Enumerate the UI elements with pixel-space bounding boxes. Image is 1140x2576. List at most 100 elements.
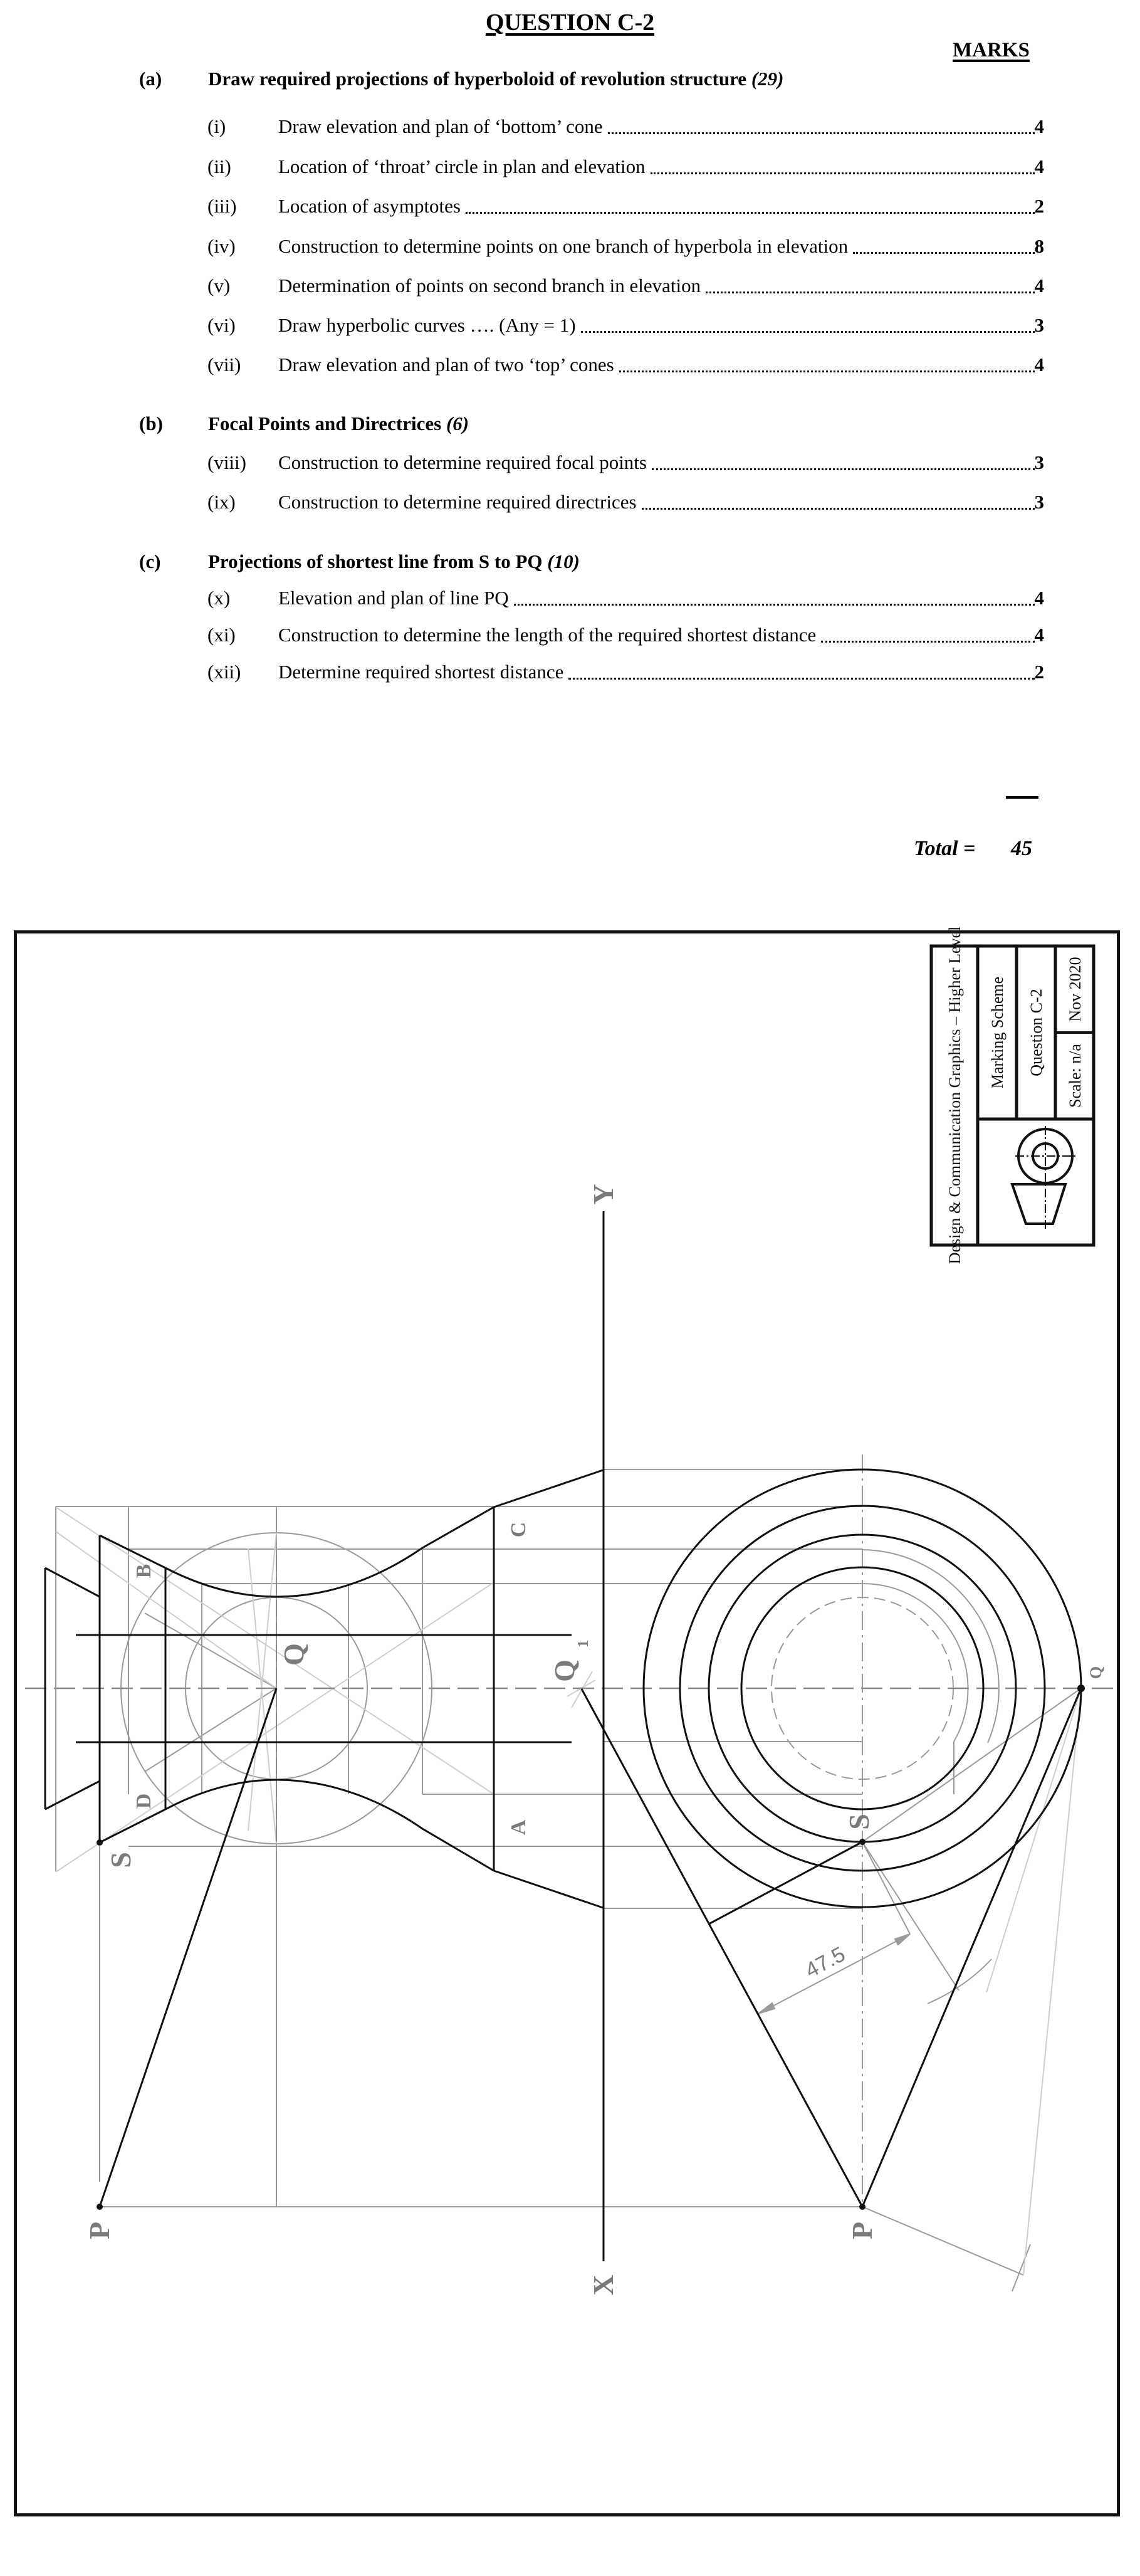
leader-dots — [607, 132, 1035, 134]
mark-item: (viii) Construction to determine require… — [207, 451, 1044, 476]
dimension-value: 47.5 — [802, 1942, 849, 1983]
leader-dots — [641, 508, 1035, 510]
d-label: D — [132, 1794, 155, 1809]
title-block: Design & Communication Graphics – Higher… — [929, 927, 1096, 1264]
leader-dots — [652, 468, 1035, 470]
section-label: (c) — [139, 550, 161, 572]
total-value: 45 — [1011, 837, 1032, 860]
item-text: Construction to determine the length of … — [278, 624, 817, 646]
item-marks: 4 — [1034, 354, 1045, 376]
item-text: Construction to determine required focal… — [278, 451, 647, 473]
item-number: (xi) — [207, 624, 236, 646]
item-marks: 3 — [1034, 314, 1045, 336]
dimension-line — [758, 1933, 911, 2014]
section-title-text: Draw required projections of hyperboloid… — [208, 68, 747, 90]
page-title-text: QUESTION C-2 — [485, 9, 655, 36]
item-text: Draw elevation and plan of ‘bottom’ cone — [278, 115, 603, 137]
item-marks: 4 — [1034, 587, 1045, 609]
leader-dots — [568, 678, 1035, 680]
drawing-labels: Y X Q Q 1 Q S S P P A B C D 47.5 — [83, 1184, 1105, 2295]
mark-item: (vii) Draw elevation and plan of two ‘to… — [207, 354, 1044, 379]
item-number: (viii) — [207, 451, 246, 473]
mark-item: (x) Elevation and plan of line PQ 4 — [207, 587, 1044, 612]
item-number: (iii) — [207, 195, 237, 217]
section-title-text: Focal Points and Directrices — [208, 413, 442, 434]
y-label: Y — [587, 1184, 619, 1204]
leader-dots — [821, 641, 1035, 643]
mark-item: (iii) Location of asymptotes 2 — [207, 195, 1044, 220]
q1-label: Q — [548, 1659, 580, 1682]
title-block-scale: Scale: n/a — [1066, 1044, 1084, 1108]
item-text: Construction to determine required direc… — [278, 491, 637, 513]
centre-lines — [25, 1555, 1116, 1843]
line-pq-plan — [861, 1688, 1082, 2207]
line-pq1-plan — [580, 1688, 864, 2207]
line-pq-elevation — [98, 1688, 278, 2207]
total-label: Total = — [914, 837, 976, 860]
item-number: (iv) — [207, 235, 236, 257]
q1-subscript: 1 — [575, 1640, 592, 1648]
section-label: (a) — [139, 68, 162, 90]
total-rule — [1006, 796, 1038, 799]
item-marks: 4 — [1034, 115, 1045, 137]
item-number: (ii) — [207, 155, 231, 177]
item-marks: 8 — [1034, 235, 1045, 257]
section-title: Projections of shortest line from S to P… — [208, 550, 580, 573]
item-text: Construction to determine points on one … — [278, 235, 849, 257]
title-block-document: Marking Scheme — [988, 977, 1007, 1088]
item-text: Location of asymptotes — [278, 195, 461, 217]
shortest-distance-line — [708, 1841, 863, 1925]
light-construction-lines — [55, 1506, 1082, 2276]
item-marks: 4 — [1034, 275, 1045, 297]
section-title: Draw required projections of hyperboloid… — [208, 68, 783, 90]
item-marks: 4 — [1034, 155, 1045, 177]
s-plan-label: S — [843, 1814, 875, 1830]
section-points: (29) — [751, 68, 784, 90]
mark-item: (xii) Determine required shortest distan… — [207, 661, 1044, 686]
q-elevation-label: Q — [278, 1643, 310, 1666]
mark-item: (i) Draw elevation and plan of ‘bottom’ … — [207, 115, 1044, 140]
title-block-date: Nov 2020 — [1066, 957, 1084, 1021]
item-text: Draw elevation and plan of two ‘top’ con… — [278, 354, 614, 376]
item-marks: 2 — [1034, 661, 1045, 683]
hyperbola-lower — [165, 1779, 494, 1872]
section-title: Focal Points and Directrices (6) — [208, 413, 469, 435]
item-text: Determination of points on second branch… — [278, 275, 701, 297]
marks-heading: MARKS — [953, 39, 1030, 61]
item-number: (v) — [207, 275, 231, 297]
drawing-frame — [14, 930, 1120, 2516]
section-points: (10) — [547, 550, 580, 572]
leader-dots — [853, 252, 1035, 254]
third-angle-projection-icon — [1010, 1126, 1075, 1229]
item-text: Location of ‘throat’ circle in plan and … — [278, 155, 646, 177]
s-elevation-label: S — [105, 1852, 137, 1868]
item-marks: 3 — [1034, 491, 1045, 513]
points — [97, 1685, 1085, 2210]
a-label: A — [507, 1819, 530, 1835]
leader-dots — [580, 331, 1035, 333]
leader-dots — [466, 212, 1035, 214]
p-plan-label: P — [846, 2222, 878, 2239]
item-marks: 2 — [1034, 195, 1045, 217]
c-label: C — [507, 1522, 530, 1538]
title-block-course: Design & Communication Graphics – Higher… — [946, 927, 964, 1264]
item-number: (x) — [207, 587, 231, 609]
item-marks: 3 — [1034, 451, 1045, 473]
construction-lines — [55, 1454, 1082, 2292]
leader-dots — [513, 604, 1035, 606]
item-text: Elevation and plan of line PQ — [278, 587, 509, 609]
section-points: (6) — [446, 413, 469, 434]
section-title-text: Projections of shortest line from S to P… — [208, 550, 543, 572]
p-elevation-label: P — [83, 2222, 115, 2239]
item-number: (i) — [207, 115, 226, 137]
item-number: (ix) — [207, 491, 236, 513]
page-title: QUESTION C-2 — [0, 9, 1140, 36]
hyperbola-upper — [165, 1506, 494, 1598]
item-number: (vi) — [207, 314, 236, 336]
mark-item: (ix) Construction to determine required … — [207, 491, 1044, 516]
x-label: X — [587, 2274, 619, 2295]
mark-item: (v) Determination of points on second br… — [207, 275, 1044, 300]
mark-item: (vi) Draw hyperbolic curves …. (Any = 1)… — [207, 314, 1044, 339]
item-number: (vii) — [207, 354, 241, 376]
